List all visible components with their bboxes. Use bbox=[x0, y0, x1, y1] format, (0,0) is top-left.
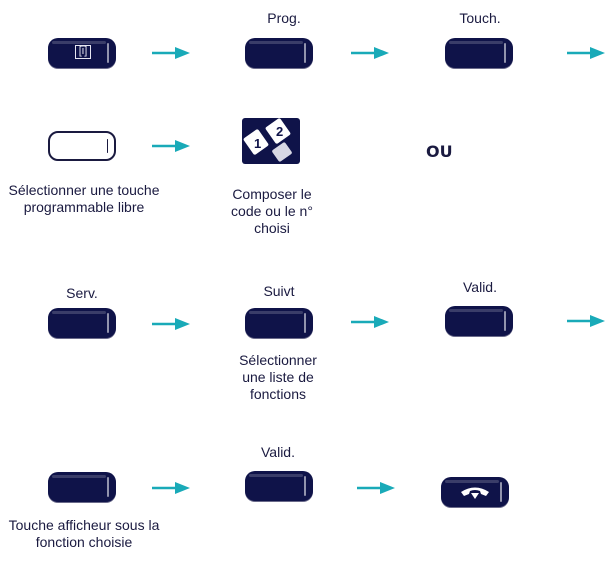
suivt-label: Suivt bbox=[263, 283, 295, 299]
display-key-caption: Touche afficheur sous la fonction choisi… bbox=[8, 517, 160, 550]
touch-key[interactable] bbox=[445, 38, 513, 68]
touch-label: Touch. bbox=[459, 10, 501, 26]
valid-key-row4[interactable] bbox=[245, 471, 313, 501]
info-key[interactable]: [i] bbox=[48, 38, 116, 68]
arrow-icon bbox=[152, 482, 190, 494]
valid-label-row4: Valid. bbox=[261, 444, 295, 460]
prog-label: Prog. bbox=[267, 10, 301, 26]
hang-up-icon bbox=[461, 487, 489, 499]
valid-key[interactable] bbox=[445, 306, 513, 336]
arrow-icon bbox=[567, 47, 605, 59]
free-programmable-key[interactable] bbox=[48, 131, 116, 161]
serv-label: Serv. bbox=[66, 285, 98, 301]
serv-key[interactable] bbox=[48, 308, 116, 338]
keypad-caption: Composer le code ou le n° choisi bbox=[231, 186, 313, 236]
suivt-key[interactable] bbox=[245, 308, 313, 338]
valid-label: Valid. bbox=[463, 279, 497, 295]
keypad-digit-1: 1 bbox=[254, 136, 261, 151]
keypad-icon: 1 2 bbox=[242, 118, 300, 164]
arrow-icon bbox=[351, 47, 389, 59]
prog-key[interactable] bbox=[245, 38, 313, 68]
display-key[interactable] bbox=[48, 472, 116, 502]
arrow-icon bbox=[152, 318, 190, 330]
keypad-digit-2: 2 bbox=[276, 124, 283, 139]
arrow-icon bbox=[152, 47, 190, 59]
or-label: OU bbox=[426, 142, 453, 161]
suivt-caption: Sélectionner une liste de fonctions bbox=[239, 352, 317, 402]
info-icon: [i] bbox=[75, 45, 91, 59]
hang-up-key[interactable] bbox=[441, 477, 509, 507]
free-key-caption: Sélectionner une touche programmable lib… bbox=[8, 182, 160, 215]
arrow-icon bbox=[357, 482, 395, 494]
arrow-icon bbox=[152, 140, 190, 152]
arrow-icon bbox=[351, 316, 389, 328]
arrow-icon bbox=[567, 315, 605, 327]
